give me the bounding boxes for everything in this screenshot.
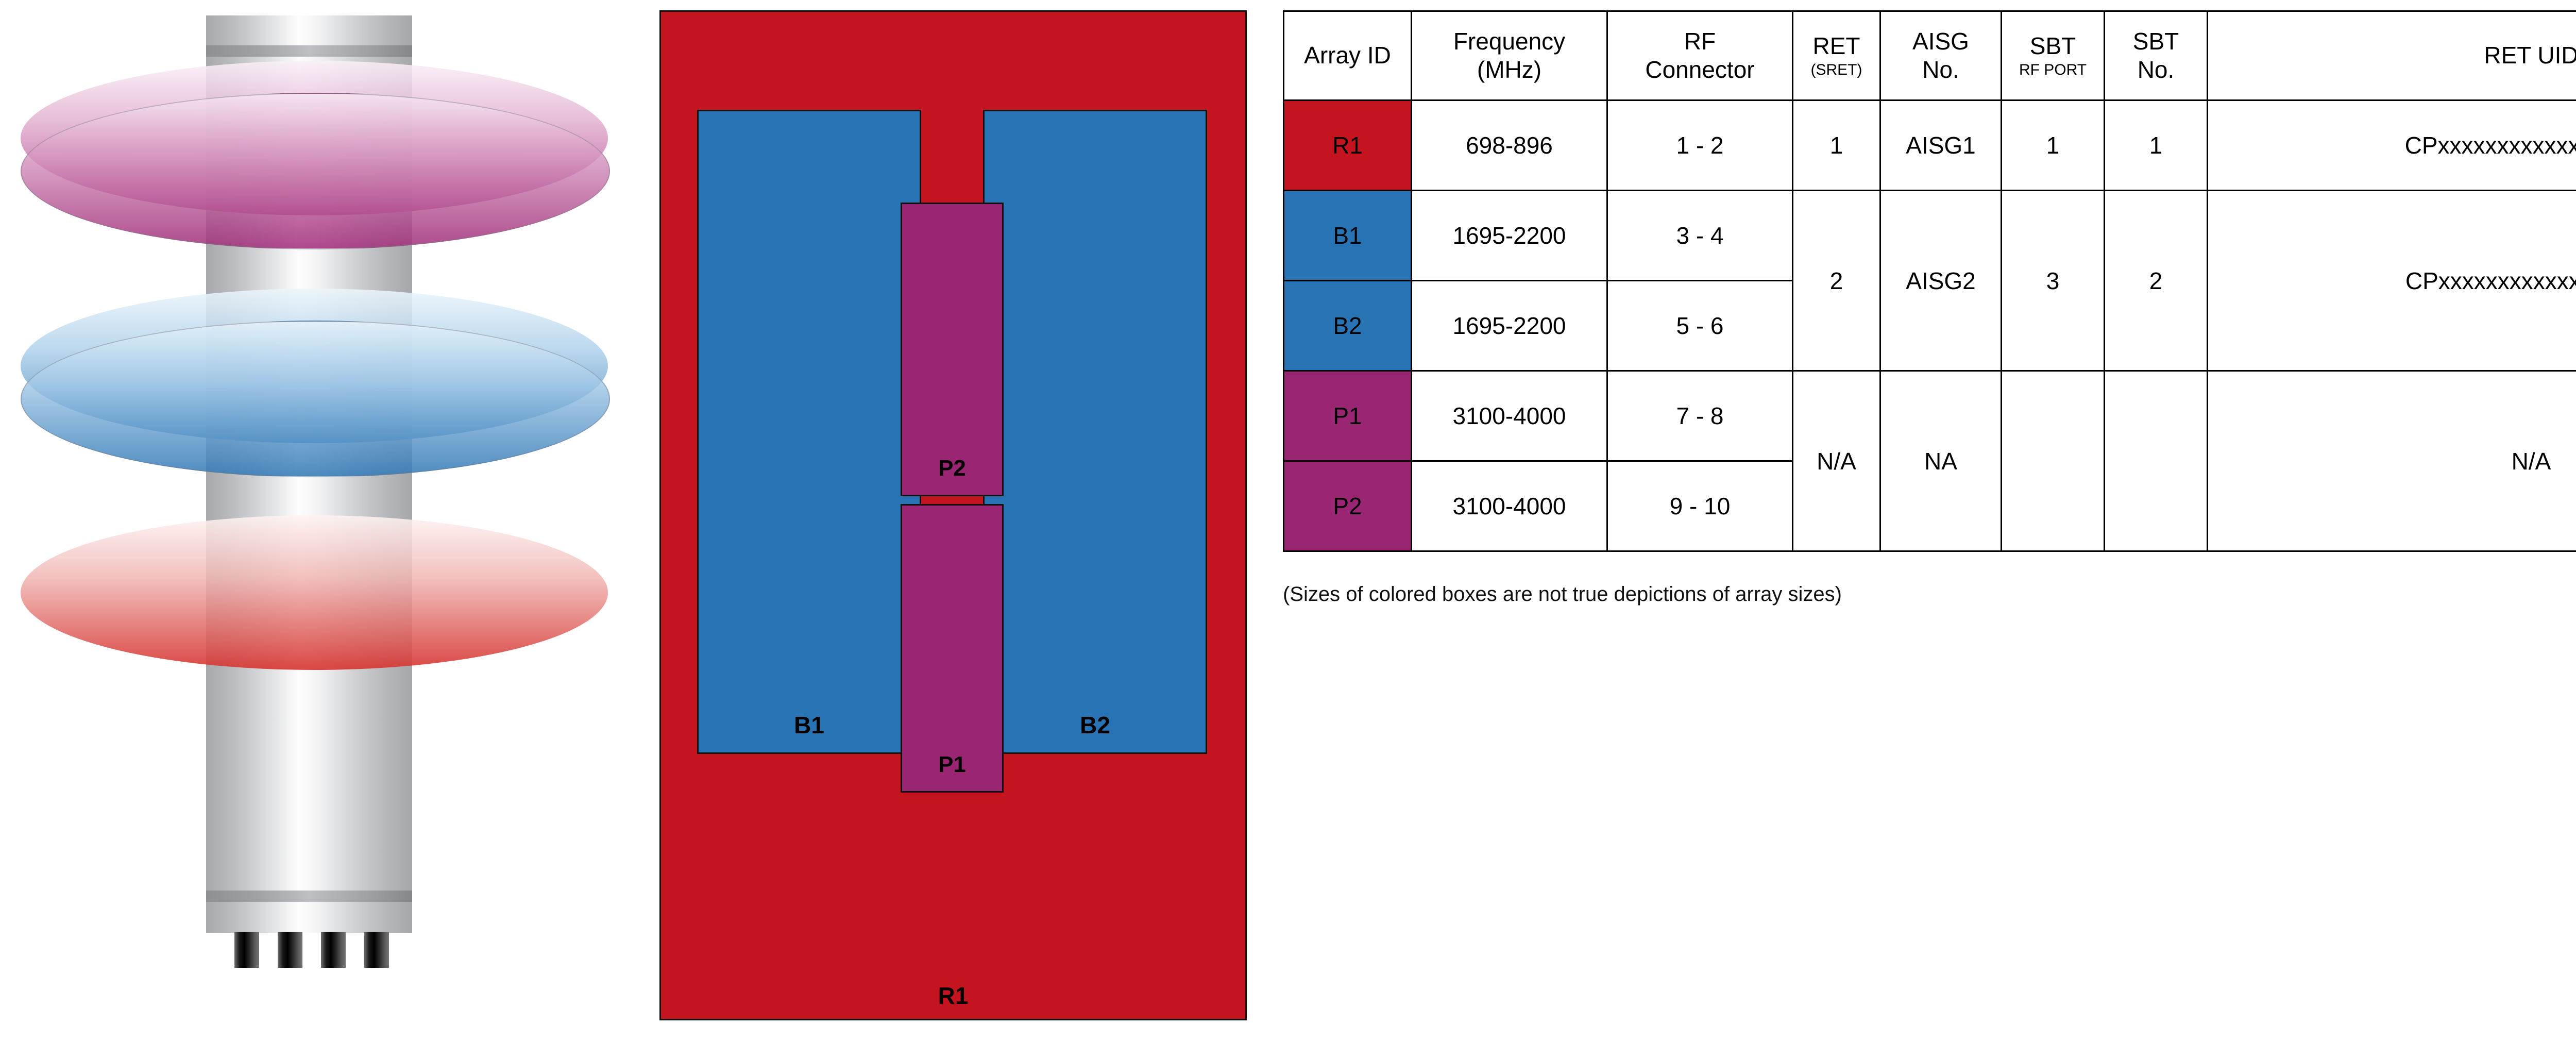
cell-frequency: 3100-4000 [1411, 370, 1608, 462]
cell-ret: 1 [1792, 99, 1881, 191]
header-sbt-rf-port: SBT RF PORT [2001, 10, 2105, 101]
header-array-id: Array ID [1283, 10, 1412, 101]
cell-sbt-rf-port: 1 [2001, 99, 2105, 191]
table-footnote: (Sizes of colored boxes are not true dep… [1283, 583, 1842, 606]
cell-rf-connector: 1 - 2 [1606, 99, 1793, 191]
cell-sbt-rf-port: 3 [2001, 190, 2105, 372]
connector-pin [234, 932, 259, 968]
cell-aisg: AISG1 [1879, 99, 2002, 191]
header-aisg-no: AISG No. [1879, 10, 2002, 101]
antenna-tower-illustration [0, 0, 639, 1041]
cell-sbt-no: 1 [2104, 99, 2208, 191]
array-block-p1-label: P1 [938, 752, 966, 777]
array-block-b1: B1 [697, 110, 921, 754]
array-block-b2: B2 [983, 110, 1207, 754]
cell-frequency: 698-896 [1411, 99, 1608, 191]
cell-ret-uid: N/A [2207, 370, 2576, 552]
array-layout-schematic: B1 B2 P2 P1 R1 [659, 10, 1247, 1020]
cell-ret: 2 [1792, 190, 1881, 372]
cell-frequency: 1695-2200 [1411, 190, 1608, 281]
header-frequency: Frequency (MHz) [1411, 10, 1608, 101]
table-header-row: Array ID Frequency (MHz) RF Connector RE… [1283, 10, 2576, 101]
table-row: P2 3100-4000 9 - 10 [1283, 460, 2576, 552]
table-row: B1 1695-2200 3 - 4 2 AISG2 3 2 CPxxxxxxx… [1283, 190, 2576, 372]
table-row: R1 698-896 1 - 2 1 AISG1 1 1 CPxxxxxxxxx… [1283, 99, 2576, 191]
cell-rf-connector: 9 - 10 [1606, 460, 1793, 552]
cell-array-id: P1 [1283, 370, 1412, 462]
array-configuration-table: Array ID Frequency (MHz) RF Connector RE… [1283, 10, 2576, 552]
array-configuration-table-panel: Array ID Frequency (MHz) RF Connector RE… [1283, 10, 2576, 606]
cell-ret-uid: CPxxxxxxxxxxxxxxxxR1 [2207, 99, 2576, 191]
array-block-p2: P2 [901, 203, 1004, 496]
cell-ret: N/A [1792, 370, 1881, 552]
array-block-b2-label: B2 [1080, 712, 1110, 738]
header-rf-connector: RF Connector [1606, 10, 1793, 101]
cell-ret-uid: CPxxxxxxxxxxxxxxxxB1 [2207, 190, 2576, 372]
table-row: P1 3100-4000 7 - 8 N/A NA N/A [1283, 370, 2576, 552]
cell-sbt-rf-port [2001, 370, 2105, 552]
mast-band-bottom [206, 891, 412, 902]
cell-rf-connector: 5 - 6 [1606, 280, 1793, 372]
cell-rf-connector: 3 - 4 [1606, 190, 1793, 281]
cell-array-id: R1 [1283, 99, 1412, 191]
cell-aisg: NA [1879, 370, 2002, 552]
cell-aisg: AISG2 [1879, 190, 2002, 372]
mast-band-top [206, 45, 412, 57]
cell-frequency: 1695-2200 [1411, 280, 1608, 372]
array-block-b1-label: B1 [794, 712, 824, 738]
cell-frequency: 3100-4000 [1411, 460, 1608, 552]
array-block-r1-label: R1 [938, 982, 969, 1009]
table-row: B2 1695-2200 5 - 6 [1283, 280, 2576, 372]
connector-pins [234, 932, 389, 968]
cell-sbt-no: 2 [2104, 190, 2208, 372]
blue-disc-lower [21, 321, 610, 477]
connector-pin [278, 932, 302, 968]
header-sbt-no: SBT No. [2104, 10, 2208, 101]
cell-sbt-no [2104, 370, 2208, 552]
magenta-disc-lower [21, 93, 610, 249]
header-ret: RET (SRET) [1792, 10, 1881, 101]
array-block-p1: P1 [901, 504, 1004, 793]
array-block-p2-label: P2 [938, 456, 966, 481]
cell-array-id: B2 [1283, 280, 1412, 372]
red-disc [21, 515, 608, 670]
cell-array-id: P2 [1283, 460, 1412, 552]
cell-rf-connector: 7 - 8 [1606, 370, 1793, 462]
header-ret-uid: RET UID [2207, 10, 2576, 101]
cell-array-id: B1 [1283, 190, 1412, 281]
connector-pin [364, 932, 389, 968]
connector-pin [321, 932, 346, 968]
